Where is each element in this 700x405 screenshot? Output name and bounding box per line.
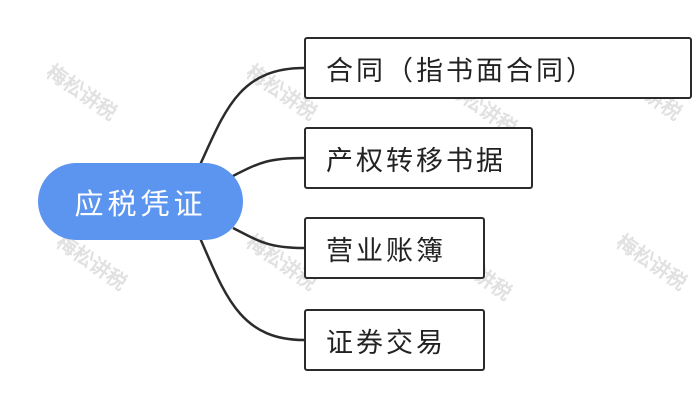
- watermark: 梅松讲税: [612, 229, 691, 295]
- connectors: [198, 66, 305, 342]
- watermark: 梅松讲税: [42, 59, 121, 125]
- child-node-label: 证券交易: [326, 327, 446, 359]
- child-node-label: 产权转移书据: [326, 145, 506, 177]
- child-node: 营业账簿: [304, 217, 485, 279]
- connector-0: [198, 66, 305, 166]
- child-node: 证券交易: [304, 309, 485, 371]
- child-node: 产权转移书据: [304, 127, 533, 189]
- connector-1: [232, 156, 305, 178]
- root-node-label: 应税凭证: [74, 186, 207, 221]
- child-node: 合同（指书面合同）: [304, 37, 692, 99]
- connector-2: [232, 226, 305, 250]
- child-node-label: 营业账簿: [326, 235, 446, 267]
- root-node: 应税凭证: [38, 163, 243, 240]
- connector-3: [198, 237, 305, 342]
- child-node-label: 合同（指书面合同）: [326, 55, 596, 87]
